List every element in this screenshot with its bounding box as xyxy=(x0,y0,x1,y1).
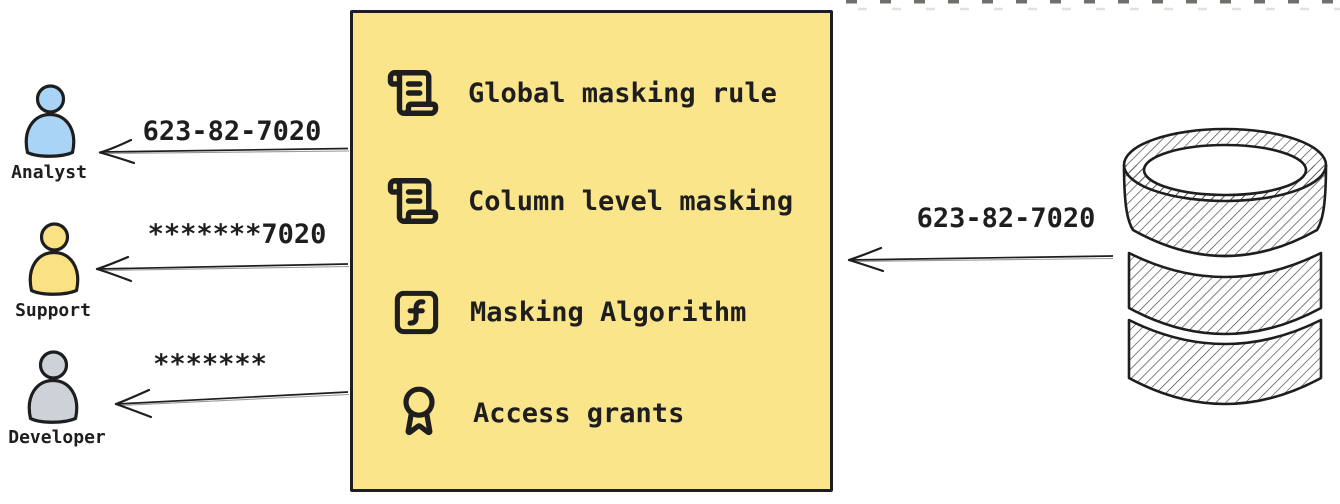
person-icon xyxy=(28,222,80,296)
source-value: 623-82-7020 xyxy=(916,203,1096,234)
person-icon xyxy=(24,84,76,158)
persona-analyst-label: Analyst xyxy=(11,162,87,183)
arrow-from-database xyxy=(847,246,1114,273)
arrow-to-support xyxy=(95,255,350,283)
masked-value-analyst: 623-82-7020 xyxy=(142,116,322,147)
masking-box-item: Masking Algorithm xyxy=(391,283,746,341)
masking-box-item-label: Global masking rule xyxy=(468,77,777,109)
dashed-top-border xyxy=(846,0,1340,11)
award-icon xyxy=(393,383,445,443)
arrow-to-developer xyxy=(114,388,350,419)
persona-developer xyxy=(22,350,84,434)
masking-policies-box: Global masking rule Column level masking xyxy=(350,10,833,492)
masked-value-developer: ******* xyxy=(153,349,267,380)
arrow-to-analyst xyxy=(98,138,350,165)
masked-value-support: *******7020 xyxy=(147,219,327,250)
persona-support-label: Support xyxy=(15,300,91,321)
scroll-text-icon xyxy=(386,66,440,120)
person-icon xyxy=(27,350,79,424)
persona-support xyxy=(23,222,85,306)
persona-analyst xyxy=(19,84,81,168)
masking-box-item: Access grants xyxy=(393,384,684,442)
masking-box-item-label: Access grants xyxy=(473,397,685,429)
persona-developer-label: Developer xyxy=(8,427,106,448)
masking-box-item-label: Masking Algorithm xyxy=(470,296,747,328)
masking-box-item-label: Column level masking xyxy=(468,185,794,217)
database-icon xyxy=(1122,127,1328,406)
masking-box-item: Global masking rule xyxy=(386,64,777,122)
masking-box-item: Column level masking xyxy=(386,172,793,230)
function-square-icon xyxy=(391,287,442,338)
scroll-text-icon xyxy=(386,174,440,228)
